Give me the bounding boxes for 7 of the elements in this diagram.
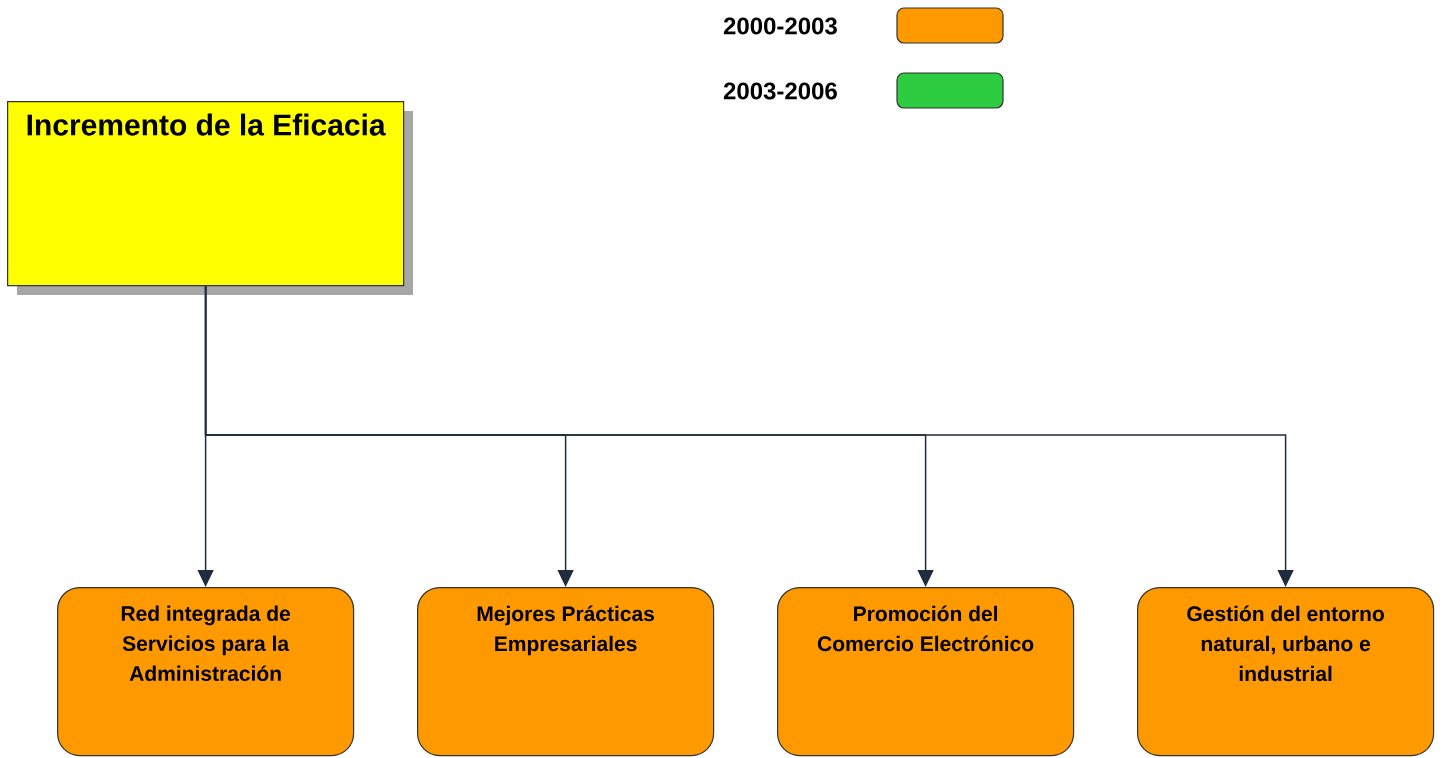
legend-label: 2003-2006	[723, 82, 837, 100]
process-box: Mejores Prácticas Empresariales	[417, 587, 715, 757]
process-box: Promoción del Comercio Electrónico	[777, 587, 1075, 757]
process-box: Red integrada de Servicios para la Administración	[57, 587, 355, 757]
title-box: Incremento de la Eficacia	[7, 101, 413, 295]
process-box: Gestión del entorno natural, urbano e industrial	[1137, 587, 1435, 757]
legend-label: 2000-2003	[723, 17, 837, 35]
